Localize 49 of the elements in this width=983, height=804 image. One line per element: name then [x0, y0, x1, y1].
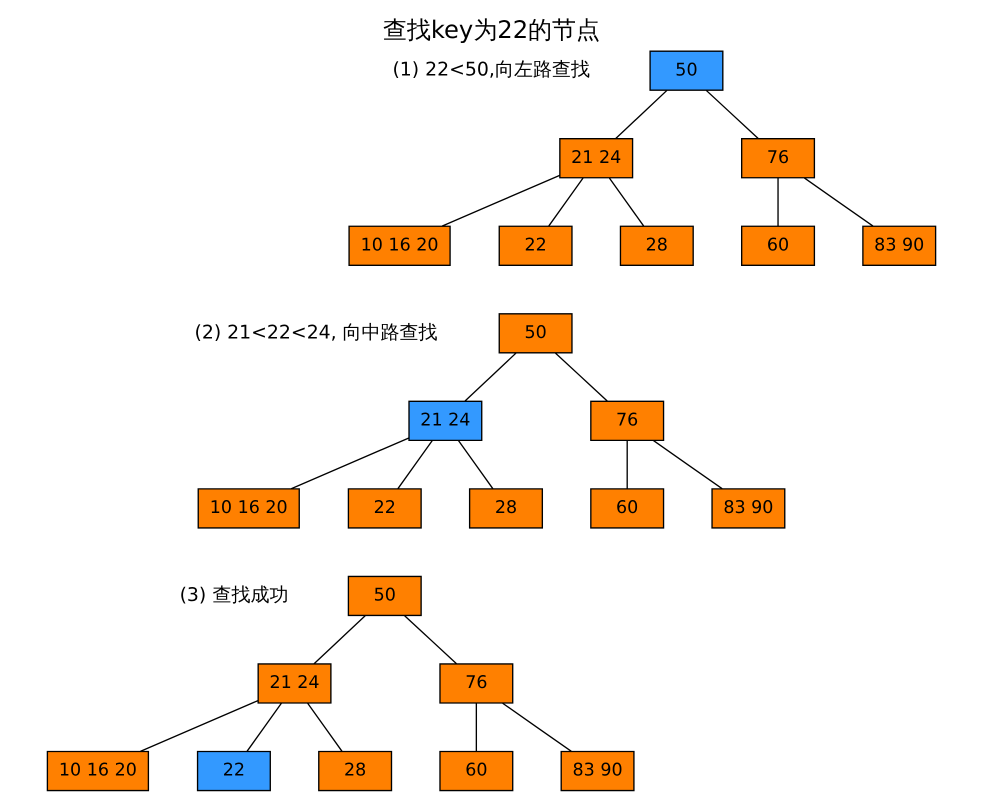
node-box: 83 90 [560, 750, 635, 792]
node-box: 60 [590, 488, 664, 529]
node-box: 22 [498, 226, 573, 266]
node-box: 28 [318, 750, 392, 792]
connector [246, 702, 282, 752]
connector [502, 702, 572, 752]
connector [290, 437, 410, 490]
node-box: 50 [498, 313, 573, 354]
connector [555, 352, 608, 402]
connector [464, 352, 516, 402]
node-box: 28 [620, 226, 694, 266]
node-box: 76 [741, 138, 816, 178]
connector [615, 90, 668, 139]
node-box: 83 90 [711, 488, 786, 529]
connector [476, 703, 478, 752]
connector [706, 90, 759, 139]
connector [140, 700, 258, 752]
node-box: 21 24 [408, 400, 482, 442]
connector [442, 174, 560, 227]
label: (2) 21<22<24, 向中路查找 [194, 322, 438, 344]
connector [314, 615, 366, 664]
node-box: 50 [348, 576, 422, 616]
node-box: 21 24 [559, 138, 634, 178]
node-box: 60 [741, 226, 816, 266]
node-box: 21 24 [258, 663, 332, 704]
node-box: 60 [439, 750, 514, 792]
connector [653, 440, 723, 490]
connector [777, 178, 779, 226]
connector [458, 440, 494, 490]
node-box: 76 [439, 663, 514, 704]
connector [548, 178, 584, 226]
connector [626, 440, 628, 489]
node-box: 10 16 20 [198, 488, 300, 529]
node-box: 22 [348, 488, 422, 529]
connector [608, 178, 644, 226]
label: (3) 查找成功 [180, 584, 288, 606]
diagram-title: 查找key为22的节点 [382, 15, 600, 44]
connector [804, 177, 874, 227]
connector [404, 615, 457, 664]
node-box: 10 16 20 [46, 750, 150, 792]
node-box: 22 [196, 750, 271, 792]
label: (1) 22<50,向左路查找 [392, 60, 590, 81]
node-box: 10 16 20 [348, 226, 451, 266]
node-box: 28 [468, 488, 544, 529]
connector [397, 440, 433, 490]
node-box: 76 [590, 400, 664, 442]
connector [307, 702, 343, 752]
node-box: 83 90 [862, 226, 936, 266]
node-box: 50 [649, 50, 724, 91]
